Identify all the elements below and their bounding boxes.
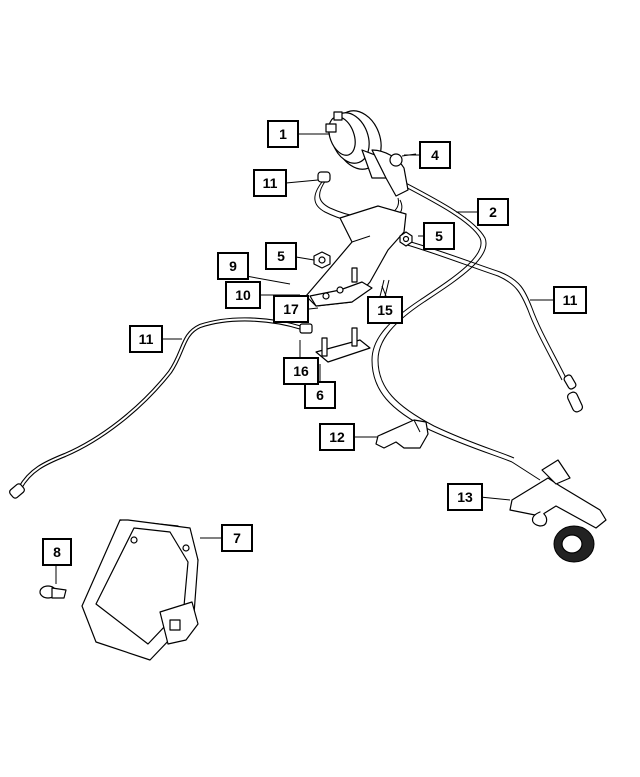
callout-16: 16 (283, 357, 319, 385)
callout-7: 7 (221, 524, 253, 552)
svg-text:1: 1 (279, 126, 287, 142)
svg-text:16: 16 (293, 363, 309, 379)
callout-8: 8 (42, 538, 72, 566)
svg-text:12: 12 (329, 429, 345, 445)
svg-text:4: 4 (431, 147, 439, 163)
servo-bracket (305, 205, 407, 307)
stud-plate (315, 327, 371, 363)
callout-4: 4 (419, 141, 451, 169)
svg-text:7: 7 (233, 530, 241, 546)
svg-text:10: 10 (235, 287, 251, 303)
svg-text:8: 8 (53, 544, 61, 560)
svg-text:2: 2 (489, 204, 497, 220)
svg-text:6: 6 (316, 387, 324, 403)
callout-11-right: 11 (553, 286, 587, 314)
svg-text:11: 11 (263, 175, 278, 191)
callout-2: 2 (477, 198, 509, 226)
svg-text:9: 9 (229, 258, 237, 274)
callout-1: 1 (267, 120, 299, 148)
svg-text:15: 15 (377, 302, 393, 318)
svg-text:17: 17 (283, 301, 299, 317)
hose-end-top (317, 171, 331, 183)
svg-text:13: 13 (457, 489, 473, 505)
vacuum-fitting (299, 323, 313, 334)
callout-17: 17 (273, 295, 309, 323)
callout-11-left: 11 (129, 325, 163, 353)
callout-5-left: 5 (265, 242, 297, 270)
control-module (81, 519, 199, 661)
callout-12: 12 (319, 423, 355, 451)
callout-13: 13 (447, 483, 483, 511)
hose-end-left (9, 483, 25, 499)
vacuum-lines (17, 179, 567, 491)
callout-15: 15 (367, 296, 403, 324)
callout-10: 10 (225, 281, 261, 309)
speed-control-servo (325, 110, 417, 197)
callout-11-top: 11 (253, 169, 287, 197)
callout-6: 6 (304, 381, 336, 409)
svg-text:11: 11 (139, 331, 154, 347)
nut-right (399, 231, 413, 247)
svg-text:11: 11 (563, 292, 578, 308)
callout-5-right: 5 (423, 222, 455, 250)
throttle-linkage (509, 459, 607, 563)
cable-clip (375, 419, 429, 449)
svg-text:5: 5 (435, 228, 443, 244)
svg-text:5: 5 (277, 248, 285, 264)
nut-left (313, 251, 331, 269)
hose-end-right (563, 374, 584, 413)
callout-9: 9 (217, 252, 249, 280)
push-pin (39, 585, 67, 599)
